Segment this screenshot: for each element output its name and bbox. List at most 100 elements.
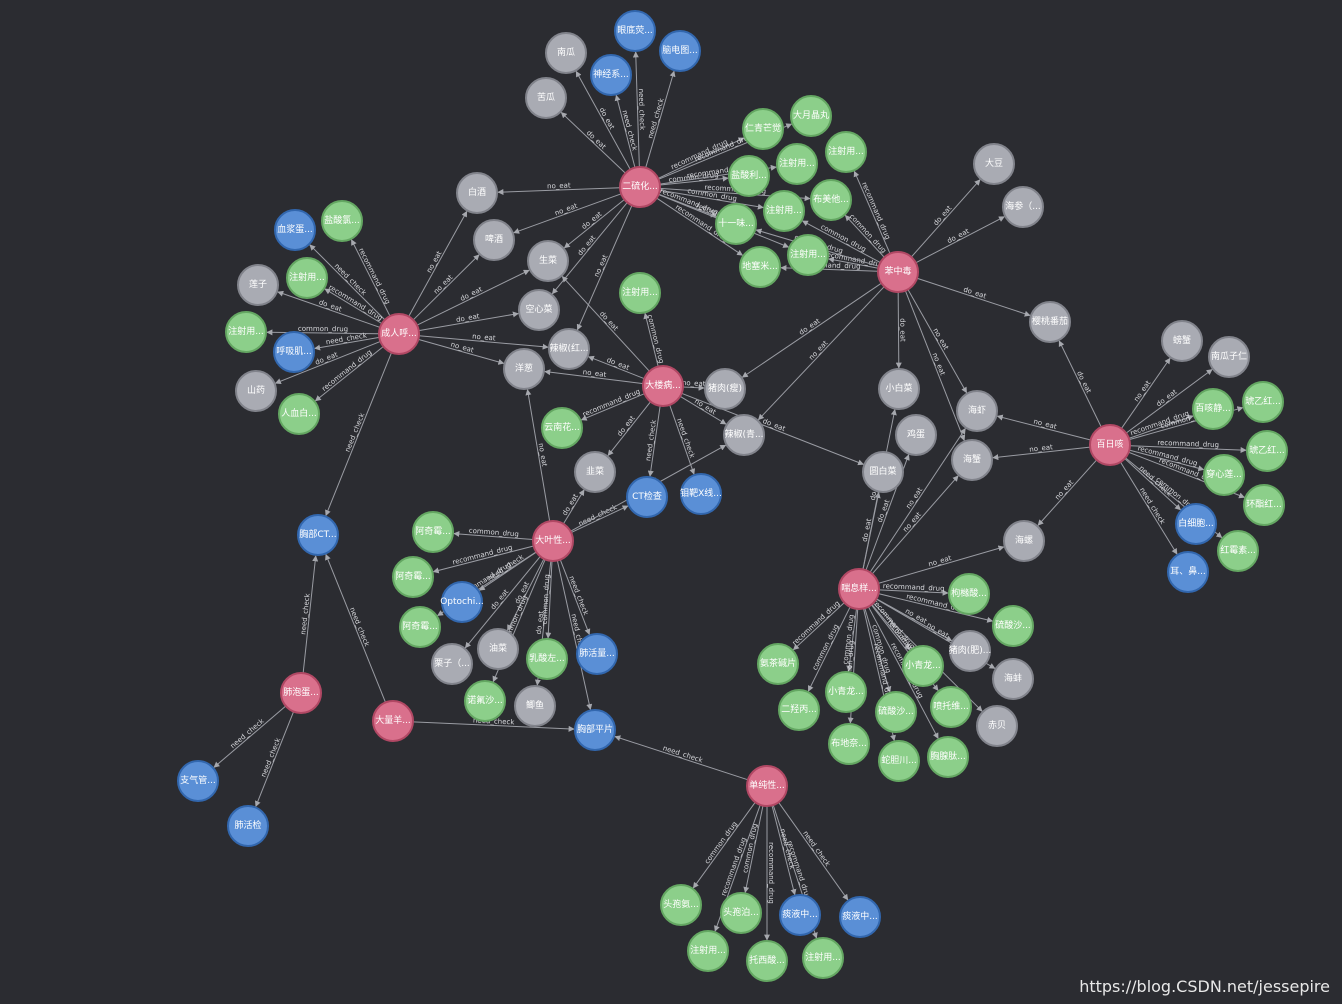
node-circle[interactable] <box>704 368 746 410</box>
relation-edge[interactable]: no_eat <box>408 210 468 317</box>
node-circle[interactable] <box>660 884 702 926</box>
node-circle[interactable] <box>574 451 616 493</box>
graph-node-food[interactable]: 鲫鱼 <box>514 685 556 727</box>
node-circle[interactable] <box>956 390 998 432</box>
graph-node-food[interactable]: 苦瓜 <box>525 77 567 119</box>
graph-node-drug[interactable]: 注射用... <box>286 257 328 299</box>
graph-node-drug[interactable]: 盐酸氯... <box>321 200 363 242</box>
node-circle[interactable] <box>746 940 788 982</box>
graph-node-food[interactable]: 白酒 <box>456 172 498 214</box>
graph-node-drug[interactable]: 盐酸利... <box>728 155 770 197</box>
node-circle[interactable] <box>464 680 506 722</box>
relation-edge[interactable]: no_eat <box>907 289 968 394</box>
node-circle[interactable] <box>810 179 852 221</box>
node-circle[interactable] <box>742 108 784 150</box>
relation-edge[interactable]: do_eat <box>607 401 651 456</box>
graph-node-disease[interactable]: 大楼病... <box>642 365 684 407</box>
graph-node-drug[interactable]: 仁青芒觉 <box>742 108 784 150</box>
node-circle[interactable] <box>1167 551 1209 593</box>
relation-edge[interactable]: recommand_drug <box>764 806 775 941</box>
node-circle[interactable] <box>878 740 920 782</box>
graph-node-drug[interactable]: 注射用... <box>763 190 805 232</box>
relation-edge[interactable]: recommand_drug <box>1129 439 1247 453</box>
graph-node-drug[interactable]: 小青龙... <box>902 645 944 687</box>
node-circle[interactable] <box>720 892 762 934</box>
node-circle[interactable] <box>227 805 269 847</box>
relation-edge[interactable]: no_eat <box>878 545 1005 584</box>
graph-node-food[interactable]: 鸡蛋 <box>895 414 937 456</box>
graph-node-check[interactable]: 眼底荧... <box>614 10 656 52</box>
graph-node-check[interactable]: 血浆蛋... <box>274 209 316 251</box>
graph-node-food[interactable]: 海虾 <box>956 390 998 432</box>
graph-node-food[interactable]: 辣椒(红... <box>548 328 590 370</box>
node-circle[interactable] <box>790 95 832 137</box>
node-circle[interactable] <box>746 765 788 807</box>
graph-node-food[interactable]: 猪肉(瘦) <box>704 368 746 410</box>
graph-node-drug[interactable]: 琥乙红... <box>1246 430 1288 472</box>
graph-node-drug[interactable]: 注射用... <box>825 131 867 173</box>
relation-edge[interactable]: need_check <box>614 735 749 781</box>
relation-edge[interactable]: need_check <box>570 503 629 533</box>
node-circle[interactable] <box>1243 484 1285 526</box>
graph-node-food[interactable]: 南瓜 <box>545 32 587 74</box>
relation-edge[interactable]: common_drug <box>266 325 380 336</box>
relation-edge[interactable]: need_check <box>325 553 386 703</box>
relation-edge[interactable]: need_check <box>614 94 639 168</box>
node-circle[interactable] <box>441 581 483 623</box>
node-circle[interactable] <box>739 246 781 288</box>
graph-node-drug[interactable]: 二羟丙... <box>778 689 820 731</box>
graph-node-drug[interactable]: 硫酸沙... <box>875 691 917 733</box>
graph-node-drug[interactable]: 小青龙... <box>825 671 867 713</box>
node-circle[interactable] <box>473 219 515 261</box>
graph-node-check[interactable]: 神经系... <box>590 54 632 96</box>
node-circle[interactable] <box>659 30 701 72</box>
graph-node-food[interactable]: 莲子 <box>237 264 279 306</box>
graph-node-drug[interactable]: 云南花... <box>541 407 583 449</box>
graph-node-drug[interactable]: 硫酸沙... <box>992 605 1034 647</box>
node-circle[interactable] <box>1089 424 1131 466</box>
node-circle[interactable] <box>412 511 454 553</box>
graph-node-drug[interactable]: 注射用... <box>776 143 818 185</box>
node-circle[interactable] <box>626 476 668 518</box>
node-circle[interactable] <box>378 313 420 355</box>
node-circle[interactable] <box>802 937 844 979</box>
graph-node-check[interactable]: 白细胞... <box>1175 503 1217 545</box>
node-circle[interactable] <box>877 251 919 293</box>
node-circle[interactable] <box>1242 381 1284 423</box>
relation-edge[interactable]: do_eat <box>418 311 519 332</box>
graph-node-food[interactable]: 辣椒(青... <box>723 414 765 456</box>
node-circle[interactable] <box>1003 520 1045 562</box>
graph-node-drug[interactable]: 乳酸左... <box>526 638 568 680</box>
node-circle[interactable] <box>1192 388 1234 430</box>
graph-node-disease[interactable]: 喘息样... <box>838 568 880 610</box>
node-circle[interactable] <box>225 311 267 353</box>
graph-node-check[interactable]: CT检查 <box>626 476 668 518</box>
graph-node-food[interactable]: 赤贝 <box>976 705 1018 747</box>
node-circle[interactable] <box>456 172 498 214</box>
relation-edge[interactable]: recommand_drug <box>580 388 645 421</box>
node-circle[interactable] <box>273 331 315 373</box>
graph-node-food[interactable]: 海蚌 <box>992 658 1034 700</box>
graph-node-food[interactable]: 洋葱 <box>503 348 545 390</box>
graph-node-check[interactable]: 痰液中... <box>779 894 821 936</box>
graph-node-drug[interactable]: 注射用... <box>687 930 729 972</box>
node-circle[interactable] <box>321 200 363 242</box>
relation-edge[interactable]: need_check <box>644 405 661 477</box>
graph-node-disease[interactable]: 肺泡蛋... <box>280 672 322 714</box>
graph-node-food[interactable]: 啤酒 <box>473 219 515 261</box>
graph-node-food[interactable]: 大豆 <box>973 143 1015 185</box>
graph-node-check[interactable]: Optochi... <box>440 581 484 623</box>
node-circle[interactable] <box>825 671 867 713</box>
relation-edge[interactable]: do_eat <box>895 291 907 369</box>
graph-node-disease[interactable]: 大量羊... <box>372 700 414 742</box>
relation-edge[interactable]: no_eat <box>497 182 621 196</box>
node-circle[interactable] <box>399 606 441 648</box>
node-circle[interactable] <box>548 328 590 370</box>
relation-edge[interactable]: do_eat <box>916 277 1031 317</box>
node-circle[interactable] <box>680 473 722 515</box>
node-circle[interactable] <box>1208 336 1250 378</box>
node-circle[interactable] <box>779 894 821 936</box>
graph-node-drug[interactable]: 人血白... <box>278 393 320 435</box>
node-circle[interactable] <box>951 439 993 481</box>
graph-node-food[interactable]: 空心菜 <box>518 289 560 331</box>
